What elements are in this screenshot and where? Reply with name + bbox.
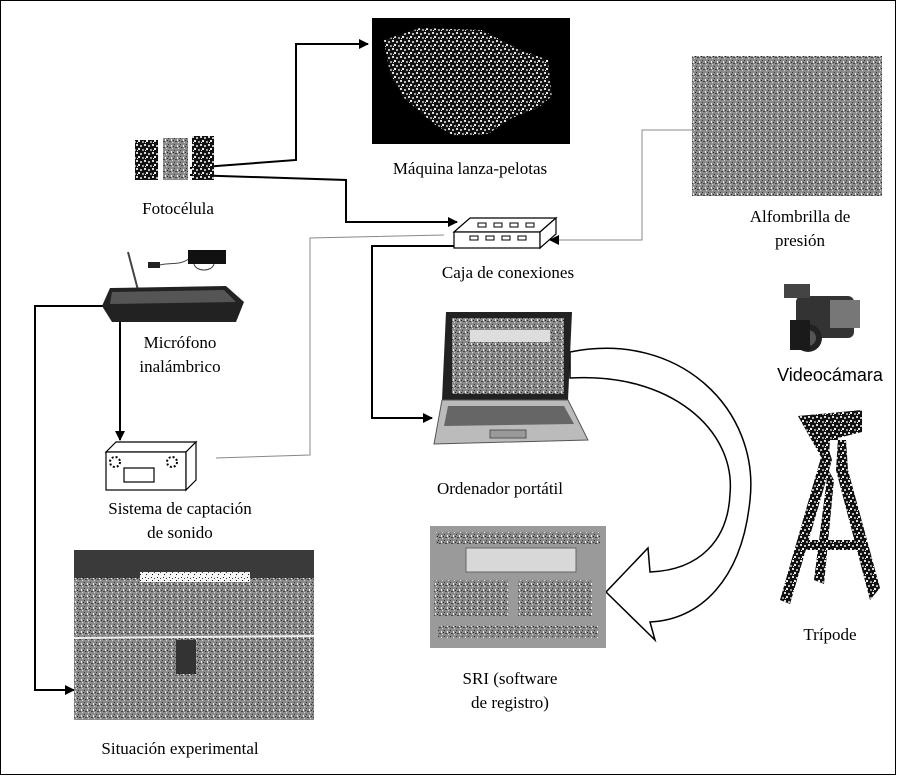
arrow-caja-ordenador <box>371 245 454 423</box>
connection-box-icon <box>452 216 558 250</box>
label-sri-1: SRI (software <box>462 669 558 688</box>
wireless-mic-photo <box>102 250 244 322</box>
label-microfono-1: Micrófono <box>143 333 217 352</box>
line-alfombrilla-caja <box>549 129 692 245</box>
ball-machine-photo <box>372 18 570 144</box>
pressure-mat-photo <box>692 56 882 196</box>
label-maquina: Máquina lanza-pelotas <box>392 159 548 178</box>
label-sistema-2: de sonido <box>147 523 213 542</box>
arrow-fotocelula-caja <box>189 174 458 227</box>
label-fotocelula: Fotocélula <box>142 199 214 218</box>
label-microfono-2: inalámbrico <box>139 357 221 376</box>
arrow-microfono-situacion <box>34 305 108 695</box>
label-sistema-1: Sistema de captación <box>108 499 252 518</box>
label-situacion: Situación experimental <box>101 739 259 758</box>
experimental-setting-photo <box>73 550 315 720</box>
label-tripode: Trípode <box>803 625 857 644</box>
fotocelula-icon <box>135 136 214 180</box>
label-ordenador: Ordenador portátil <box>436 479 564 498</box>
label-alfombrilla-1: Alfombrilla de <box>749 207 851 226</box>
label-sri-2: de registro) <box>471 693 549 712</box>
sound-capture-icon <box>104 440 198 492</box>
tripod-photo <box>780 410 880 604</box>
laptop-icon <box>433 312 589 445</box>
label-alfombrilla-2: presión <box>774 231 826 250</box>
label-caja: Caja de conexiones <box>441 263 575 282</box>
line-sistema-caja <box>215 234 445 459</box>
label-videocamara: Videocámara <box>777 365 883 385</box>
curved-arrow-ordenador-sri <box>569 347 752 643</box>
software-screen-photo <box>430 526 606 648</box>
videocamera-icon <box>784 284 860 352</box>
arrow-fotocelula-maquina <box>189 39 369 169</box>
